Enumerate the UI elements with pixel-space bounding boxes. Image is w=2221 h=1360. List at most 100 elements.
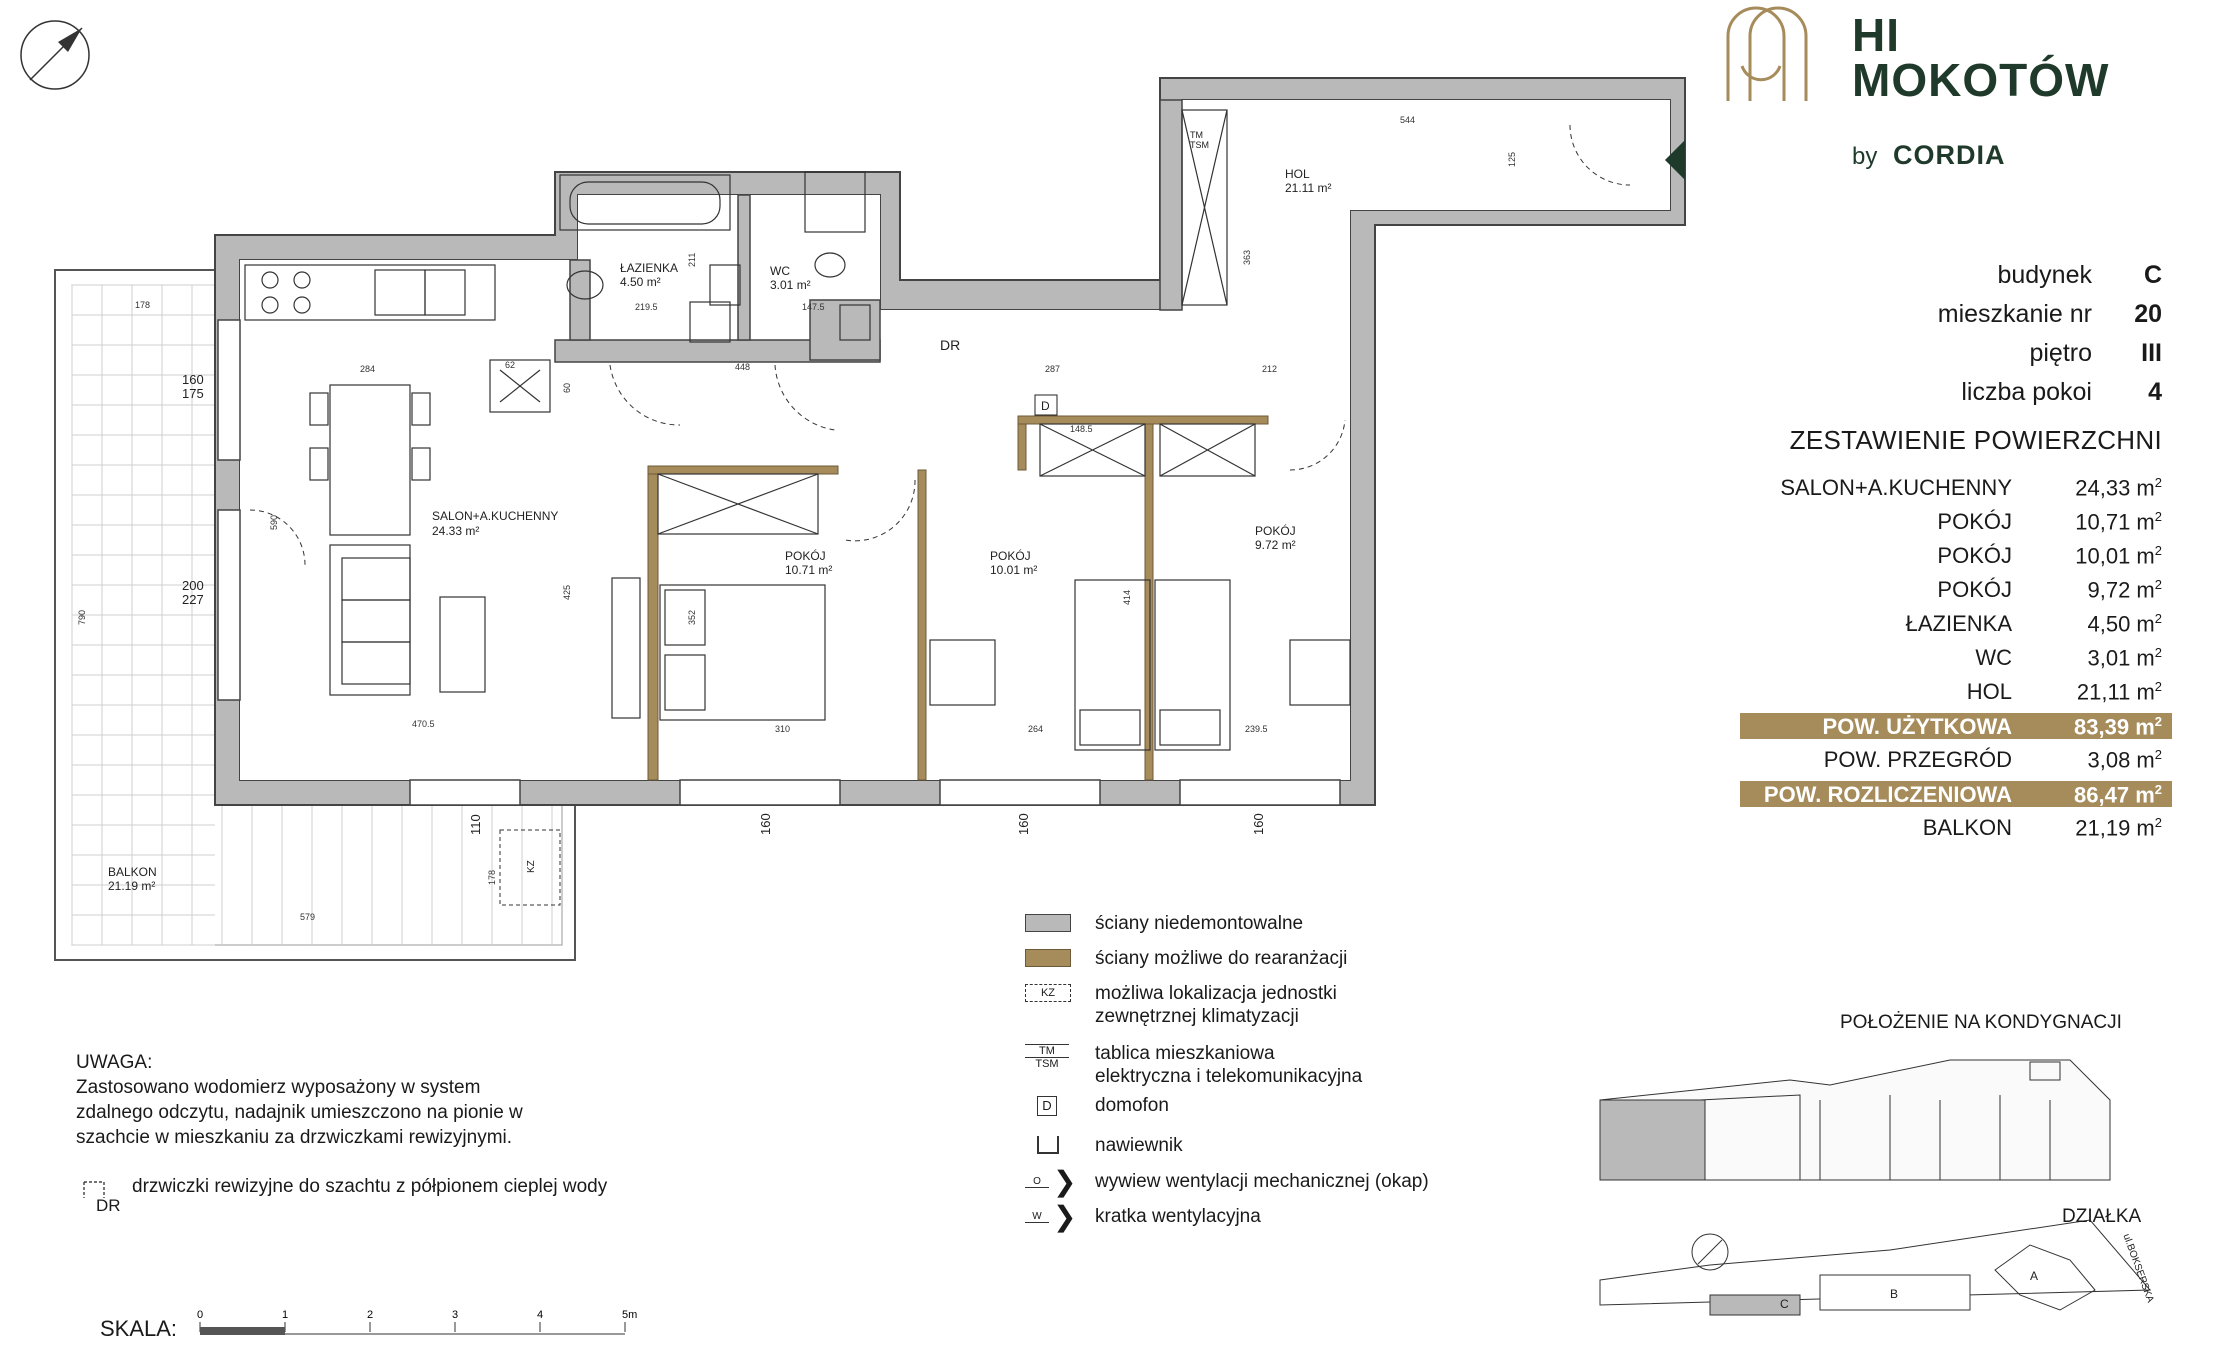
svg-text:148.5: 148.5 — [1070, 424, 1093, 434]
street-label: ul.BOKSERSKA — [2120, 1233, 2155, 1305]
legend-symbol-icon — [1025, 914, 1071, 932]
svg-text:425: 425 — [562, 585, 572, 600]
svg-text:62: 62 — [505, 360, 515, 370]
area-value: 83,39 m2 — [2074, 714, 2162, 740]
svg-text:21.19 m²: 21.19 m² — [108, 879, 155, 893]
area-row: SALON+A.KUCHENNY 24,33 m2 — [1740, 471, 2172, 505]
area-row: POW. PRZEGRÓD 3,08 m2 — [1740, 743, 2172, 777]
apartment-info-value: 4 — [2148, 378, 2162, 406]
svg-text:10.01 m²: 10.01 m² — [990, 563, 1037, 577]
door-swings — [249, 124, 1631, 566]
legend-label: kratka wentylacyjna — [1095, 1206, 1261, 1227]
svg-text:3.01 m²: 3.01 m² — [770, 278, 811, 292]
svg-text:178: 178 — [487, 870, 497, 885]
building-c: C — [1780, 1297, 1789, 1311]
area-label: SALON+A.KUCHENNY — [1780, 475, 2012, 500]
area-row: ŁAZIENKA 4,50 m2 — [1740, 607, 2172, 641]
area-label: ŁAZIENKA — [1905, 611, 2012, 636]
svg-text:579: 579 — [300, 912, 315, 922]
domofon-mark: D — [1041, 399, 1050, 413]
room-label-salon: SALON+A.KUCHENNY — [432, 509, 558, 523]
area-value: 24,33 m2 — [2075, 475, 2162, 501]
scale-tick-label: 1 — [282, 1309, 288, 1321]
svg-text:4.50 m²: 4.50 m² — [620, 275, 661, 289]
area-row: POKÓJ 10,01 m2 — [1740, 539, 2172, 573]
brand-by: by — [1852, 143, 1878, 170]
location-map: A B C ul.BOKSERSKA — [1599, 1059, 2156, 1316]
room-label-hol: HOL — [1285, 167, 1310, 181]
svg-text:211: 211 — [687, 253, 697, 267]
room-label-pokoj2: POKÓJ — [990, 548, 1031, 563]
scale-tick-label: 4 — [537, 1309, 543, 1321]
area-label: HOL — [1966, 679, 2012, 704]
wardrobes — [657, 109, 1256, 535]
area-label: POKÓJ — [1937, 577, 2012, 602]
area-row: POW. UŻYTKOWA 83,39 m2 — [1740, 713, 2172, 739]
apartment-info-label: piętro — [2029, 339, 2092, 367]
svg-text:284: 284 — [360, 364, 375, 374]
location-title: POŁOŻENIE NA KONDYGNACJI — [1840, 1012, 2122, 1033]
legend-symbol-icon: D — [1025, 1096, 1057, 1116]
area-row: POKÓJ 10,71 m2 — [1740, 505, 2172, 539]
area-value: 21,11 m2 — [2076, 679, 2162, 705]
room-label-pokoj3: POKÓJ — [1255, 523, 1296, 538]
legend-label: możliwa lokalizacja jednostki zewnętrzne… — [1095, 983, 1337, 1027]
svg-text:470.5: 470.5 — [412, 719, 435, 729]
tm-mark: TM — [1190, 130, 1203, 140]
area-value: 21,19 m2 — [2075, 815, 2162, 841]
svg-text:TSM: TSM — [1190, 140, 1209, 150]
dining-table — [309, 384, 431, 536]
svg-text:264: 264 — [1028, 724, 1043, 734]
area-row: HOL 21,11 m2 — [1740, 675, 2172, 709]
floor-plan: SALON+A.KUCHENNY 24.33 m² ŁAZIENKA 4.50 … — [20, 20, 1686, 961]
area-label: POKÓJ — [1937, 509, 2012, 534]
svg-text:448: 448 — [735, 362, 750, 372]
svg-text:160: 160 — [1016, 813, 1031, 835]
dimension-labels: 178 284 287 212 448 544 219.5 147.5 470.… — [77, 115, 1517, 922]
apartment-info-value: III — [2141, 339, 2162, 367]
svg-text:9.72 m²: 9.72 m² — [1255, 538, 1296, 552]
plot-label: DZIAŁKA — [2062, 1206, 2142, 1227]
area-label: POW. ROZLICZENIOWA — [1763, 782, 2012, 807]
area-row: POKÓJ 9,72 m2 — [1740, 573, 2172, 607]
apartment-info-label: mieszkanie nr — [1937, 300, 2092, 328]
dr-icon — [83, 1181, 105, 1198]
svg-text:21.11 m²: 21.11 m² — [1285, 181, 1331, 195]
svg-text:147.5: 147.5 — [802, 302, 825, 312]
note-line: zdalnego odczytu, nadajnik umieszczono n… — [76, 1102, 523, 1123]
legend-symbol-icon — [1025, 1136, 1059, 1154]
beds — [611, 577, 1351, 751]
area-value: 10,71 m2 — [2075, 509, 2162, 535]
note-line: Zastosowano wodomierz wyposażony w syste… — [76, 1077, 481, 1098]
legend-label: ściany możliwe do rearanżacji — [1095, 948, 1348, 969]
svg-text:590: 590 — [269, 515, 279, 530]
movable-walls — [647, 415, 1269, 781]
note-line: szachcie w mieszkaniu za drzwiczkami rew… — [76, 1127, 513, 1148]
bathroom-fixtures — [559, 171, 871, 343]
interior-walls — [554, 99, 1183, 363]
apartment-info-value: C — [2143, 261, 2162, 289]
window-labels: 160 175 200 227 110 160 160 160 — [182, 372, 1266, 835]
legend-label: tablica mieszkaniowa elektryczna i telek… — [1095, 1043, 1363, 1087]
svg-text:200: 200 — [182, 578, 204, 593]
dr-label: DR — [96, 1196, 121, 1215]
apartment-info-label: budynek — [1997, 261, 2092, 289]
note-title: UWAGA: — [76, 1052, 153, 1073]
svg-text:24.33 m²: 24.33 m² — [432, 524, 479, 538]
scale-bar-filled — [200, 1327, 285, 1335]
north-arrow-icon — [20, 20, 90, 90]
svg-text:219.5: 219.5 — [635, 302, 658, 312]
svg-text:287: 287 — [1045, 364, 1060, 374]
svg-text:239.5: 239.5 — [1245, 724, 1268, 734]
svg-text:544: 544 — [1400, 115, 1415, 125]
svg-text:414: 414 — [1122, 590, 1132, 605]
legend-label: domofon — [1095, 1095, 1169, 1116]
svg-text:160: 160 — [758, 813, 773, 835]
room-label-wc: WC — [770, 264, 790, 278]
svg-text:363: 363 — [1242, 250, 1252, 265]
svg-text:125: 125 — [1507, 152, 1517, 167]
area-value: 3,08 m2 — [2087, 747, 2163, 773]
brand-company: CORDIA — [1893, 140, 2006, 170]
scale-label: SKALA: — [100, 1316, 178, 1341]
